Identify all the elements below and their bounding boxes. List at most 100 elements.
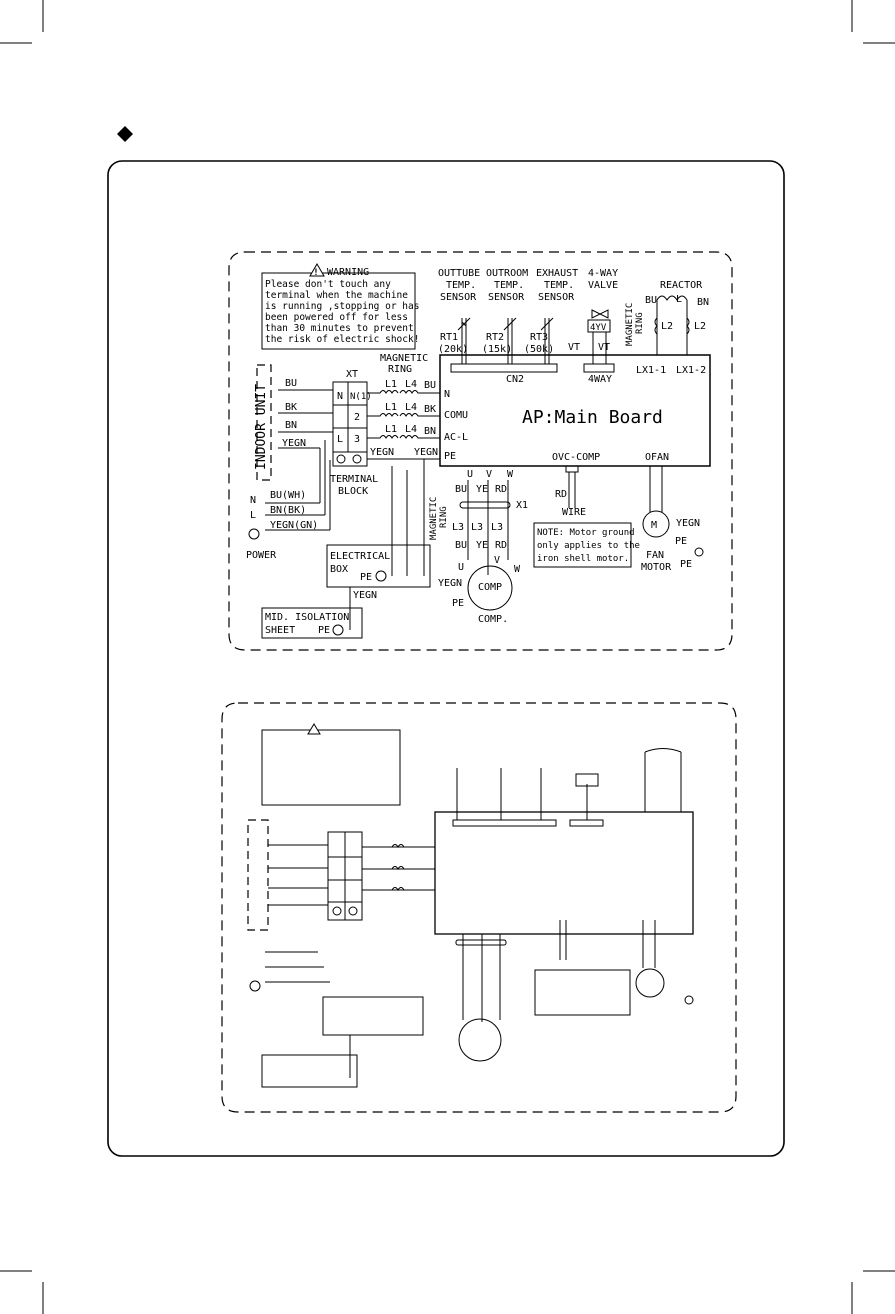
svg-text:PE: PE [452, 598, 464, 609]
svg-text:L: L [337, 434, 343, 445]
svg-text:PE: PE [675, 536, 687, 547]
svg-text:LX1-2: LX1-2 [676, 365, 706, 376]
svg-text:TERMINAL: TERMINAL [330, 474, 378, 485]
svg-text:BU: BU [285, 378, 297, 389]
svg-text:MID. ISOLATION: MID. ISOLATION [265, 612, 349, 623]
svg-text:OUTROOM: OUTROOM [486, 268, 528, 279]
svg-text:(50k): (50k) [524, 344, 554, 355]
warning-title: WARNING [327, 267, 369, 278]
svg-text:BU: BU [645, 295, 657, 306]
svg-text:VT: VT [568, 342, 580, 353]
svg-text:BK: BK [285, 402, 297, 413]
svg-text:OUTTUBE: OUTTUBE [438, 268, 480, 279]
four-way-valve: 4-WAY VALVE 4YV VT VT 4WAY [568, 268, 618, 385]
svg-text:PE: PE [318, 625, 330, 636]
fan-motor [642, 510, 670, 538]
svg-text:WIRE: WIRE [562, 507, 586, 518]
svg-text:N: N [250, 495, 256, 506]
svg-text:RT1: RT1 [440, 332, 458, 343]
svg-text:W: W [514, 564, 521, 575]
svg-text:4WAY: 4WAY [588, 374, 612, 385]
svg-text:COMP: COMP [478, 582, 502, 593]
svg-text:L4: L4 [405, 402, 417, 413]
svg-text:the risk of electric shock!: the risk of electric shock! [265, 334, 419, 345]
svg-text:RT3: RT3 [530, 332, 548, 343]
svg-text:MAGNETIC: MAGNETIC [429, 497, 439, 540]
svg-text:VT: VT [598, 342, 610, 353]
svg-text:PE: PE [360, 572, 372, 583]
svg-text:NOTE: Motor ground: NOTE: Motor ground [537, 528, 635, 538]
svg-text:(20k): (20k) [438, 344, 468, 355]
compressor [467, 565, 513, 611]
svg-text:RING: RING [635, 312, 645, 334]
svg-text:BN: BN [424, 426, 436, 437]
svg-text:VALVE: VALVE [588, 280, 618, 291]
svg-text:PE: PE [444, 451, 456, 462]
svg-text:COMU: COMU [444, 410, 468, 421]
svg-text:Please don't touch any: Please don't touch any [265, 279, 391, 290]
warning-icon [309, 263, 325, 277]
svg-text:BLOCK: BLOCK [338, 486, 368, 497]
svg-text:L2: L2 [661, 321, 673, 332]
svg-text:L1: L1 [385, 402, 397, 413]
svg-text:L: L [250, 510, 256, 521]
svg-text:MAGNETIC: MAGNETIC [380, 353, 428, 364]
sensor-rt1: OUTTUBE TEMP. SENSOR RT1 (20k) [438, 268, 480, 364]
svg-text:L2: L2 [694, 321, 706, 332]
svg-text:ELECTRICAL: ELECTRICAL [330, 551, 390, 562]
svg-text:BU: BU [455, 484, 467, 495]
svg-text:YEGN(GN): YEGN(GN) [270, 520, 318, 531]
svg-text:PE: PE [680, 559, 692, 570]
svg-text:RING: RING [439, 506, 449, 528]
svg-text:YEGN: YEGN [676, 518, 700, 529]
svg-text:M: M [651, 520, 657, 531]
top-diagram: ! WARNING Please don't touch any termina… [228, 251, 733, 651]
indoor-wires [278, 389, 333, 449]
svg-text:BK: BK [424, 404, 436, 415]
svg-text:L3: L3 [471, 522, 483, 533]
svg-text:TEMP.: TEMP. [446, 280, 476, 291]
svg-text:MOTOR: MOTOR [641, 562, 672, 573]
svg-text:YEGN: YEGN [353, 590, 377, 601]
svg-text:V: V [494, 555, 500, 566]
warning-text: Please don't touch any terminal when the… [265, 279, 419, 345]
svg-text:YE: YE [476, 540, 488, 551]
svg-text:OFAN: OFAN [645, 452, 669, 463]
sensor-rt3: EXHAUST TEMP. SENSOR RT3 (50k) [524, 268, 578, 364]
svg-text:only applies to the: only applies to the [537, 541, 640, 551]
svg-text:BN(BK): BN(BK) [270, 505, 306, 516]
cn2-label: CN2 [506, 374, 524, 385]
svg-text:2: 2 [354, 412, 360, 423]
svg-text:SENSOR: SENSOR [538, 292, 575, 303]
svg-text:BN: BN [697, 297, 709, 308]
main-board-label: AP:Main Board [522, 407, 663, 428]
svg-text:BU: BU [424, 380, 436, 391]
svg-text:V: V [486, 469, 492, 480]
svg-text:YEGN: YEGN [282, 438, 306, 449]
svg-text:4-WAY: 4-WAY [588, 268, 618, 279]
svg-text:POWER: POWER [246, 550, 277, 561]
svg-text:L4: L4 [405, 424, 417, 435]
svg-text:(15k): (15k) [482, 344, 512, 355]
sensor-rt2: OUTROOM TEMP. SENSOR RT2 (15k) [482, 268, 528, 364]
svg-text:L3: L3 [491, 522, 503, 533]
svg-text:W: W [507, 469, 514, 480]
svg-text:BN: BN [285, 420, 297, 431]
svg-text:YEGN: YEGN [438, 578, 462, 589]
svg-text:RD: RD [495, 540, 507, 551]
svg-text:REACTOR: REACTOR [660, 280, 703, 291]
svg-text:COMP.: COMP. [478, 614, 508, 625]
svg-text:BU(WH): BU(WH) [270, 490, 306, 501]
svg-text:X1: X1 [516, 500, 528, 511]
outer-frame [107, 160, 785, 1157]
cn2-connector [450, 363, 558, 373]
svg-text:TEMP.: TEMP. [544, 280, 574, 291]
svg-text:4YV: 4YV [590, 323, 607, 333]
svg-text:L3: L3 [452, 522, 464, 533]
svg-text:N(1): N(1) [350, 392, 372, 402]
svg-text:N: N [444, 389, 450, 400]
svg-text:YE: YE [476, 484, 488, 495]
